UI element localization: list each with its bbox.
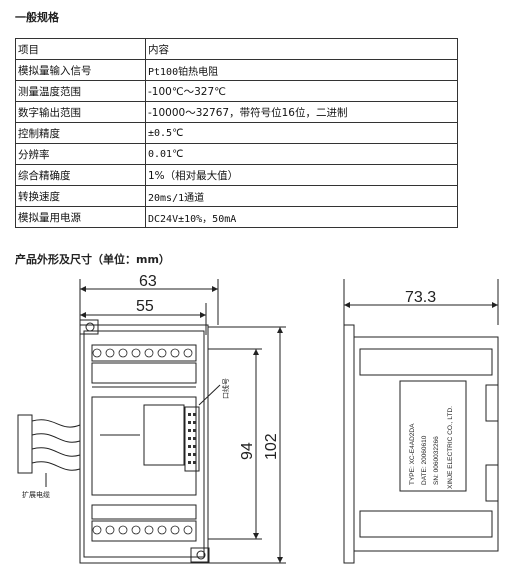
spec-value: Pt100铂热电阻: [145, 59, 458, 81]
module-side-rail: [343, 324, 355, 564]
spec-table-header: 项目 内容: [15, 38, 458, 60]
dim-102-label: 102: [263, 433, 280, 460]
module-side-body: [353, 336, 499, 552]
spec-value: -100℃～327℃: [145, 80, 458, 102]
dimension-drawing: 63 55 73.3 94 102 扩展电缆 口线号 TYPE: XC-E4AD…: [17, 273, 499, 564]
spec-key: 控制精度: [15, 122, 146, 144]
module-front-body: [79, 324, 209, 564]
table-row: 综合精确度 1%（相对最大值）: [15, 164, 458, 186]
product-label-line: DATE: 20060610: [421, 435, 428, 485]
product-label-line: SN: 0060032266: [433, 436, 440, 485]
spec-section-title: 一般规格: [15, 11, 59, 24]
dim-55-label: 55: [136, 298, 154, 315]
product-label-line: XINJE ELECTRIC CO., LTD.: [447, 406, 454, 489]
table-row: 数字输出范围 -10000～32767，带符号位16位，二进制: [15, 101, 458, 123]
spec-key: 分辨率: [15, 143, 146, 165]
table-row: 模拟量用电源 DC24V±10%，50mA: [15, 206, 458, 228]
spec-value: -10000～32767，带符号位16位，二进制: [145, 101, 458, 123]
spec-key: 模拟量输入信号: [15, 59, 146, 81]
spec-key: 测量温度范围: [15, 80, 146, 102]
spec-key: 模拟量用电源: [15, 206, 146, 228]
dim-73-3-label: 73.3: [405, 289, 436, 306]
spec-header-content: 内容: [145, 38, 458, 60]
table-row: 转换速度 20ms/1通道: [15, 185, 458, 207]
table-row: 模拟量输入信号 Pt100铂热电阻: [15, 59, 458, 81]
spec-key: 数字输出范围: [15, 101, 146, 123]
spec-table: 项目 内容 模拟量输入信号 Pt100铂热电阻 测量温度范围 -100℃～327…: [15, 38, 458, 228]
spec-value: DC24V±10%，50mA: [145, 206, 458, 228]
spec-key: 综合精确度: [15, 164, 146, 186]
table-row: 控制精度 ±0.5℃: [15, 122, 458, 144]
spec-key: 转换速度: [15, 185, 146, 207]
spec-value: ±0.5℃: [145, 122, 458, 144]
spec-header-item: 项目: [15, 38, 146, 60]
table-row: 分辨率 0.01℃: [15, 143, 458, 165]
dimensions-section-title: 产品外形及尺寸（单位：mm）: [15, 253, 170, 266]
product-label: [399, 380, 467, 492]
dim-63-label: 63: [139, 273, 157, 290]
table-row: 测量温度范围 -100℃～327℃: [15, 80, 458, 102]
port-label: 口线号: [221, 378, 230, 399]
cable-label: 扩展电缆: [22, 490, 50, 499]
product-label-line: TYPE: XC-E4AD2DA: [409, 423, 416, 485]
spec-value: 1%（相对最大值）: [145, 164, 458, 186]
dim-94-label: 94: [239, 442, 256, 460]
spec-value: 0.01℃: [145, 143, 458, 165]
spec-value: 20ms/1通道: [145, 185, 458, 207]
